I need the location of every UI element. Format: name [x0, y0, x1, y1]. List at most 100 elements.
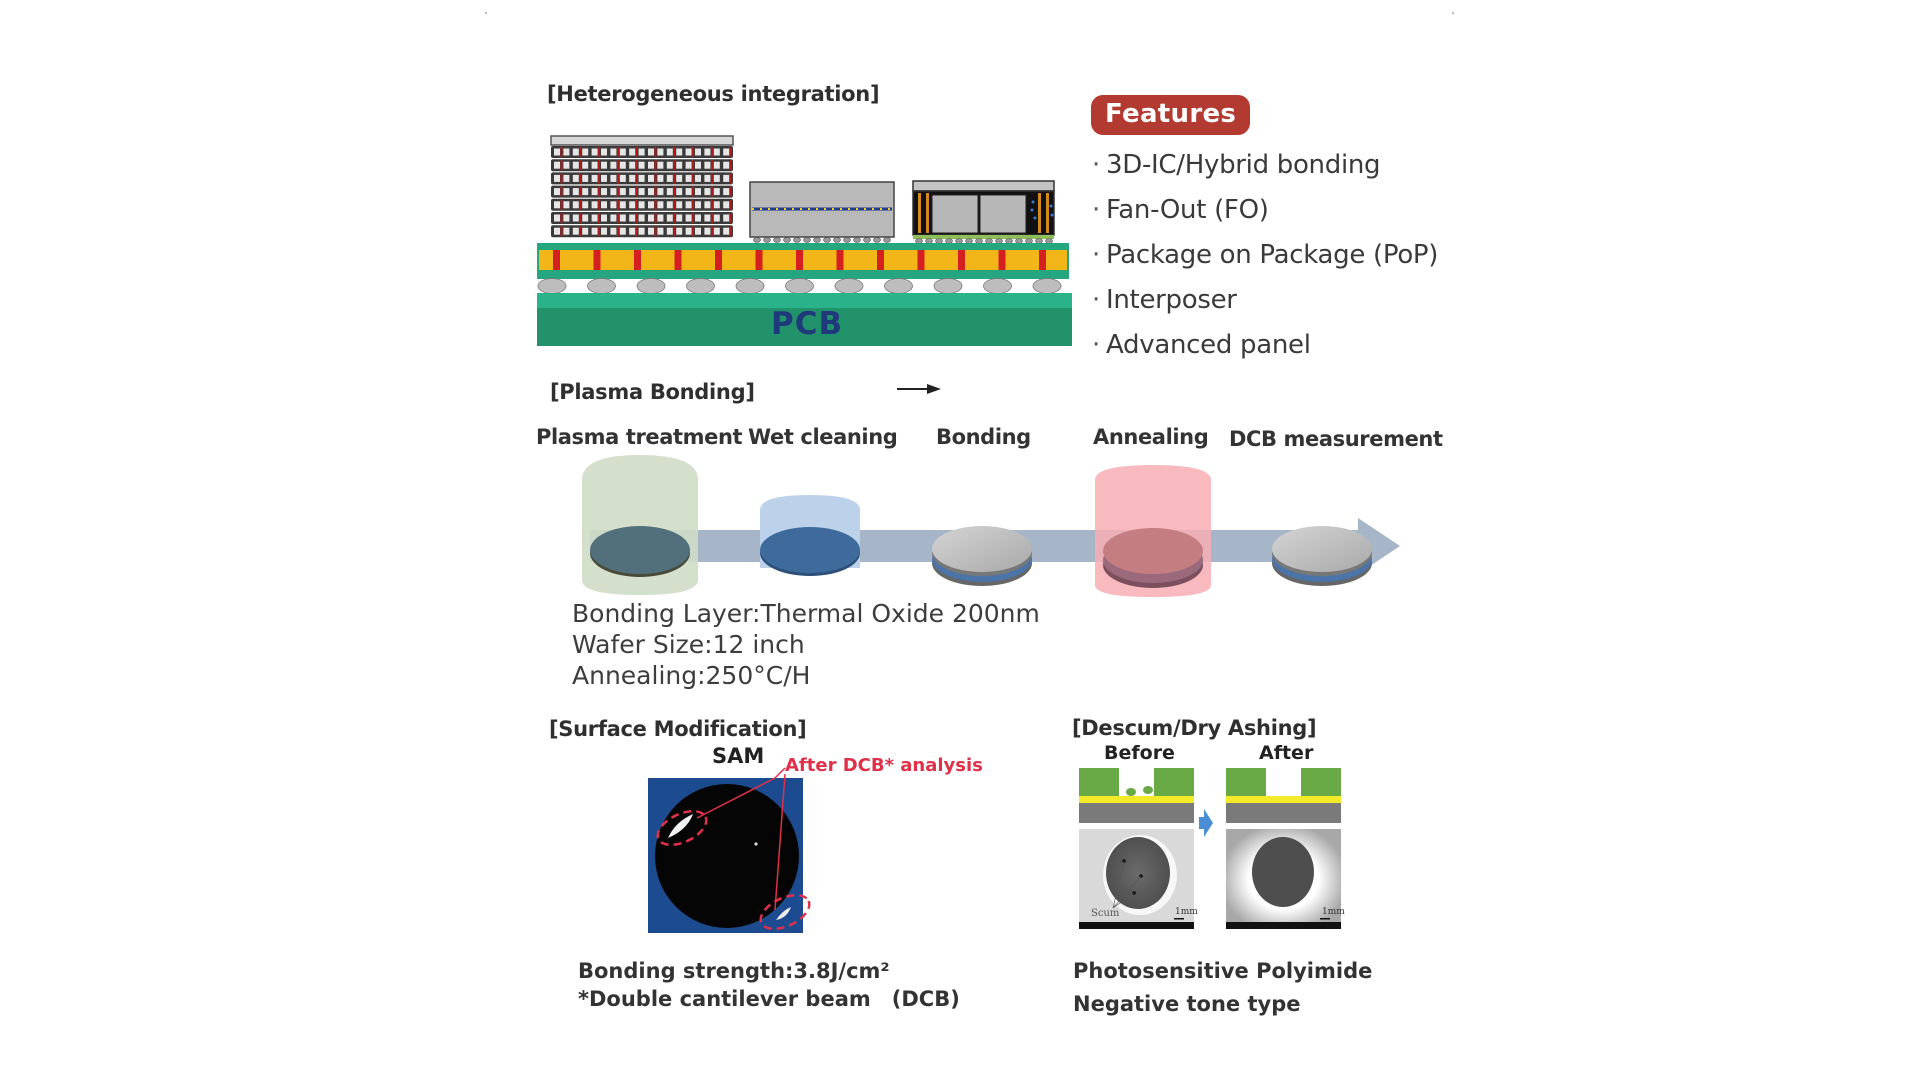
substrate-via — [755, 250, 763, 270]
hbm-cell — [619, 214, 626, 222]
micro-bump — [915, 238, 923, 244]
tsv — [673, 226, 676, 237]
tsv — [710, 199, 713, 210]
tsv — [654, 213, 657, 223]
tsv — [579, 160, 582, 171]
hbm-cell — [619, 201, 626, 209]
solder-ball — [983, 278, 1012, 294]
micro-bump — [853, 237, 861, 243]
hbm-cell — [713, 161, 720, 169]
hbm-cell — [704, 201, 711, 209]
tsv — [692, 160, 695, 171]
micro-bump — [783, 237, 791, 243]
bullet-dot-icon: · — [1092, 195, 1100, 225]
hbm-cell — [638, 227, 645, 235]
bullet-dot-icon: · — [1092, 285, 1100, 315]
micro-bump — [1025, 238, 1033, 244]
micro-bump — [925, 238, 933, 244]
hbm-cell — [723, 214, 730, 222]
solder-ball — [636, 278, 666, 294]
micro-bump — [1015, 238, 1023, 244]
hbm-cell — [648, 148, 654, 156]
hbm-cell — [582, 148, 589, 156]
tsv — [673, 199, 676, 210]
micro-bump — [883, 237, 891, 243]
tsv — [692, 213, 695, 223]
hbm-cell — [572, 148, 579, 156]
hbm-cell — [629, 201, 636, 209]
hbm-cell — [554, 214, 560, 222]
hbm-cell — [601, 148, 607, 156]
wafer-plasma-treated — [590, 526, 690, 577]
substrate-via — [998, 250, 1006, 270]
pcb-board — [537, 293, 1072, 346]
hbm-cell — [601, 188, 607, 196]
feature-item: ·Fan-Out (FO) — [1092, 195, 1438, 240]
hbm-cell — [591, 227, 598, 235]
step-label-wet-cleaning: Wet cleaning — [748, 425, 898, 449]
after-label: After — [1259, 742, 1314, 764]
hbm-cell — [666, 174, 673, 182]
hbm-cell — [676, 201, 683, 209]
hbm-cell — [572, 161, 579, 169]
hbm-cell — [610, 214, 617, 222]
tsv — [616, 226, 619, 237]
micro-bump — [833, 237, 841, 243]
spec-bonding-layer: Bonding Layer:Thermal Oxide 200nm — [572, 599, 1040, 628]
bonding-strength-text: Bonding strength:3.8J/cm² — [578, 959, 890, 983]
tsv — [692, 173, 695, 184]
hbm-cell — [704, 148, 711, 156]
hbm-cell — [713, 201, 720, 209]
tsv — [635, 147, 638, 157]
hbm-cell — [657, 214, 664, 222]
hbm-cell — [704, 188, 711, 196]
solder-balls — [537, 278, 1062, 294]
hbm-cell — [591, 188, 598, 196]
hbm-cell — [713, 227, 720, 235]
hbm-cell — [563, 201, 570, 209]
hbm-cell — [610, 161, 617, 169]
tsv — [729, 199, 732, 210]
hbm-cell — [685, 161, 692, 169]
hbm-cell — [629, 227, 636, 235]
hbm-cell — [648, 227, 654, 235]
tsv — [560, 199, 563, 210]
micro-bump — [975, 238, 983, 244]
tsv — [598, 186, 601, 197]
solder-ball — [587, 278, 616, 294]
pcb-label: PCB — [771, 306, 844, 342]
tsv — [692, 199, 695, 210]
hbm-cell — [676, 188, 683, 196]
hbm-cell — [638, 214, 645, 222]
tsv — [635, 186, 638, 197]
tsv — [673, 173, 676, 184]
tsv — [729, 213, 732, 223]
micro-bump — [1035, 238, 1043, 244]
hbm-cell — [704, 174, 711, 182]
hbm-cell — [685, 148, 692, 156]
tsv — [729, 186, 732, 197]
hbm-cell — [648, 174, 654, 182]
feature-label: Advanced panel — [1106, 330, 1311, 360]
tsv — [635, 199, 638, 210]
hbm-cell — [629, 148, 636, 156]
hbm-cell — [676, 148, 683, 156]
tsv — [692, 186, 695, 197]
micro-bump — [985, 238, 993, 244]
tsv — [710, 213, 713, 223]
hbm-cell — [563, 214, 570, 222]
micro-bump — [863, 237, 871, 243]
hbm-cell — [638, 174, 645, 182]
scale-bar-label-after: 1mm — [1322, 907, 1345, 917]
micro-bump — [773, 237, 781, 243]
feature-item: ·Package on Package (PoP) — [1092, 240, 1438, 285]
tsv — [729, 226, 732, 237]
tsv — [598, 226, 601, 237]
solder-ball — [785, 278, 814, 294]
after-cross-section — [1226, 768, 1341, 823]
hbm-cell — [563, 161, 570, 169]
tsv — [710, 226, 713, 237]
tsv — [692, 147, 695, 157]
hbm-cell — [695, 227, 701, 235]
feature-item: ·3D-IC/Hybrid bonding — [1092, 150, 1438, 195]
